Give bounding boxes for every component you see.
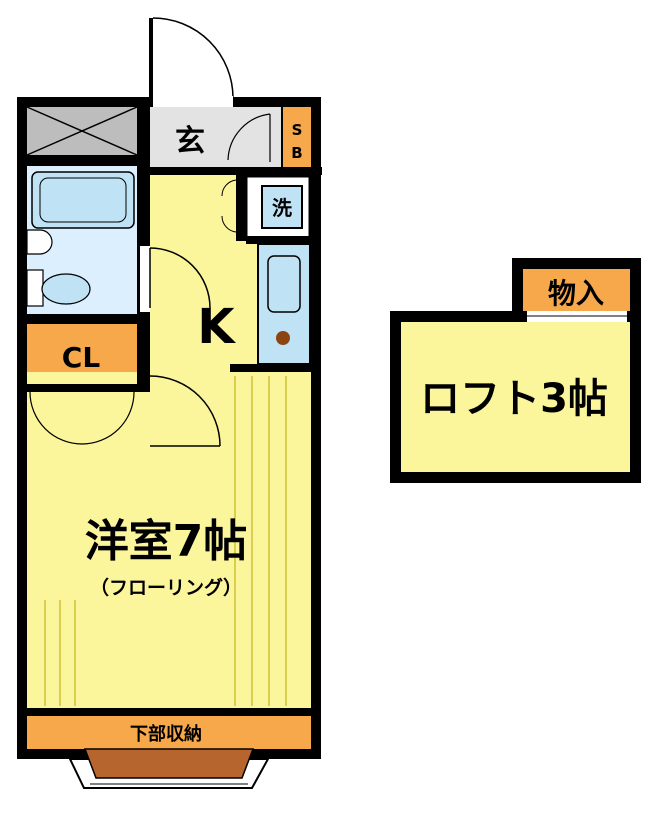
western-room: [27, 372, 311, 716]
flooring-label: （フローリング）: [90, 576, 242, 599]
loft-storage: [523, 269, 630, 311]
kitchen-label: K: [197, 299, 236, 355]
toilet-tank-icon: [26, 269, 44, 307]
stove-icon: [276, 331, 290, 345]
shoe-box: [283, 107, 311, 167]
kitchen-sink-icon: [267, 255, 301, 313]
under-storage-label: 下部収納: [130, 723, 202, 745]
entrance-area: [150, 107, 282, 167]
loft: [401, 322, 630, 472]
shoe-box-label-bottom: B: [291, 144, 302, 162]
shoe-box-label-top: S: [292, 121, 303, 139]
sink-icon: [26, 229, 53, 255]
western-room-label: 洋室7帖: [85, 516, 248, 567]
toilet-icon: [41, 273, 91, 305]
closet-label: CL: [62, 341, 101, 374]
front-door-swing: [152, 17, 234, 99]
loft-label: ロフト3帖: [420, 376, 608, 422]
washer-label: 洗: [272, 196, 292, 220]
storage-label: 物入: [548, 277, 604, 310]
entrance-label: 玄: [175, 124, 205, 159]
under-storage: [27, 716, 311, 749]
